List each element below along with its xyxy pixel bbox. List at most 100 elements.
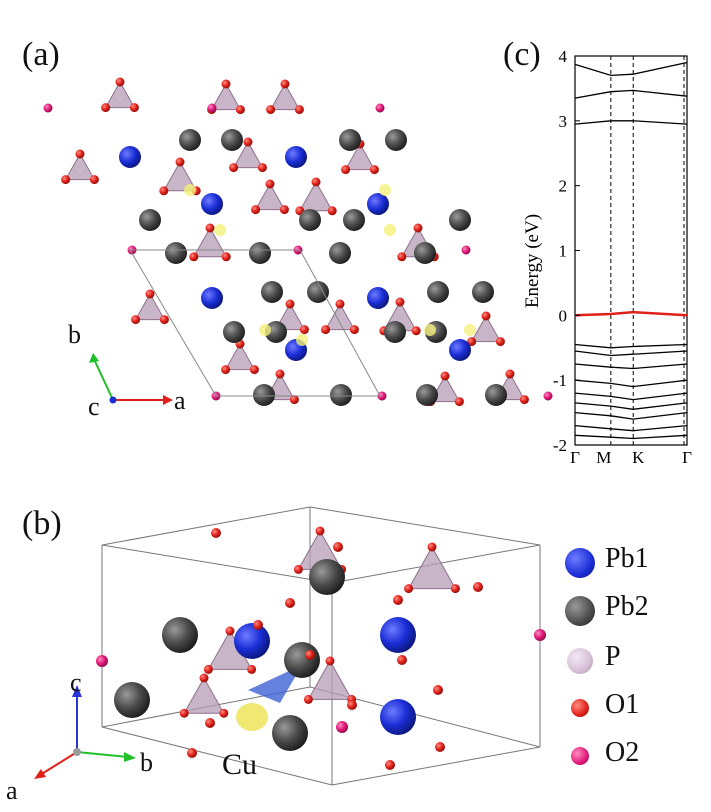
o1-atom <box>411 326 421 336</box>
band-line <box>574 434 688 440</box>
o1-atom <box>305 650 315 660</box>
o1-atom <box>265 179 275 189</box>
pb2-atom <box>329 242 351 264</box>
pb2-atom <box>416 384 438 406</box>
charge-density <box>259 324 271 336</box>
po4-tetrahedron <box>344 142 376 171</box>
o1-atom <box>299 325 309 335</box>
o1-atom <box>131 315 141 325</box>
pb2-atom <box>385 129 407 151</box>
o1-atom <box>205 223 215 233</box>
pb1-atom <box>119 146 141 168</box>
o1-atom <box>294 105 304 115</box>
legend: Pb1 Pb2 P O1 O2 <box>555 535 705 795</box>
k-point-label: K <box>632 448 645 465</box>
o1-atom <box>335 299 345 309</box>
o1-atom <box>385 760 395 770</box>
o1-atom <box>519 395 529 405</box>
o1-atom <box>285 299 295 309</box>
po4-tetrahedron <box>324 302 356 331</box>
pb1-atom <box>234 623 270 659</box>
legend-p-label: P <box>605 641 621 672</box>
o1-atom <box>397 655 407 665</box>
charge-density <box>384 224 396 236</box>
o2-atom <box>377 391 387 401</box>
o2-atom <box>207 103 217 113</box>
pb2-atom <box>299 209 321 231</box>
o1-atom <box>189 252 199 262</box>
o1-atom <box>243 137 253 147</box>
y-tick-label: 1 <box>559 242 568 261</box>
pb2-atom <box>223 321 245 343</box>
o1-atom <box>221 365 231 375</box>
o1-atom <box>205 718 215 728</box>
po4-tetrahedron <box>183 676 225 714</box>
o1-atom <box>221 252 231 262</box>
po4-tetrahedron <box>224 342 256 371</box>
po4-tetrahedron <box>134 292 166 321</box>
y-tick-label: 0 <box>559 306 568 325</box>
o1-atom <box>199 673 209 683</box>
o1-atom <box>311 177 321 187</box>
o1-atom <box>275 369 285 379</box>
o1-atom <box>280 79 290 89</box>
pb2-atom <box>343 209 365 231</box>
legend-p-icon <box>567 648 593 674</box>
legend-o2-icon <box>571 747 589 765</box>
band-ylabel: Energy (eV) <box>522 213 543 309</box>
o1-atom <box>211 528 221 538</box>
o1-atom <box>89 175 99 185</box>
unit-cell-edge <box>309 506 541 546</box>
band-line <box>574 350 688 357</box>
po4-tetrahedron <box>210 82 242 111</box>
charge-density <box>214 224 226 236</box>
o1-atom <box>285 598 295 608</box>
pb1-atom <box>380 617 416 653</box>
band-line <box>574 310 688 317</box>
o1-atom <box>440 371 450 381</box>
o2-atom <box>96 655 108 667</box>
pb2-atom <box>485 384 507 406</box>
cu-label: Cu <box>222 748 258 781</box>
charge-density <box>379 184 391 196</box>
pb2-atom <box>414 242 436 264</box>
o1-atom <box>159 315 169 325</box>
o1-atom <box>253 620 263 630</box>
crystal-structure-a <box>43 77 553 407</box>
po4-tetrahedron <box>254 182 286 211</box>
pb1-atom <box>449 339 471 361</box>
pb2-atom <box>165 242 187 264</box>
o1-atom <box>75 149 85 159</box>
unit-cell-a <box>129 249 381 397</box>
pb1-atom <box>285 146 307 168</box>
po4-tetrahedron <box>64 152 96 181</box>
o1-atom <box>395 297 405 307</box>
y-tick-label: 4 <box>559 47 568 66</box>
o1-atom <box>187 748 197 758</box>
legend-pb1-icon <box>565 548 595 578</box>
pb1-atom <box>201 287 223 309</box>
po4-tetrahedron <box>307 659 353 700</box>
band-line <box>574 89 688 99</box>
po4-tetrahedron <box>162 160 198 192</box>
o1-atom <box>247 664 257 674</box>
o2-atom <box>461 245 471 255</box>
pb2-atom <box>339 129 361 151</box>
pb2-atom <box>272 715 308 751</box>
o1-atom <box>349 325 359 335</box>
o1-atom <box>413 223 423 233</box>
o1-atom <box>454 397 464 407</box>
band-line <box>574 392 688 401</box>
pb2-atom <box>249 242 271 264</box>
o1-atom <box>315 526 325 536</box>
o1-atom <box>435 742 445 752</box>
pb2-atom <box>114 682 150 718</box>
po4-tetrahedron <box>407 545 457 590</box>
o1-atom <box>219 708 229 718</box>
o1-atom <box>467 337 477 347</box>
pb2-atom <box>309 559 345 595</box>
pb2-atom <box>427 281 449 303</box>
y-tick-label: 3 <box>559 112 568 131</box>
pb2-atom <box>253 384 275 406</box>
o1-atom <box>505 369 515 379</box>
